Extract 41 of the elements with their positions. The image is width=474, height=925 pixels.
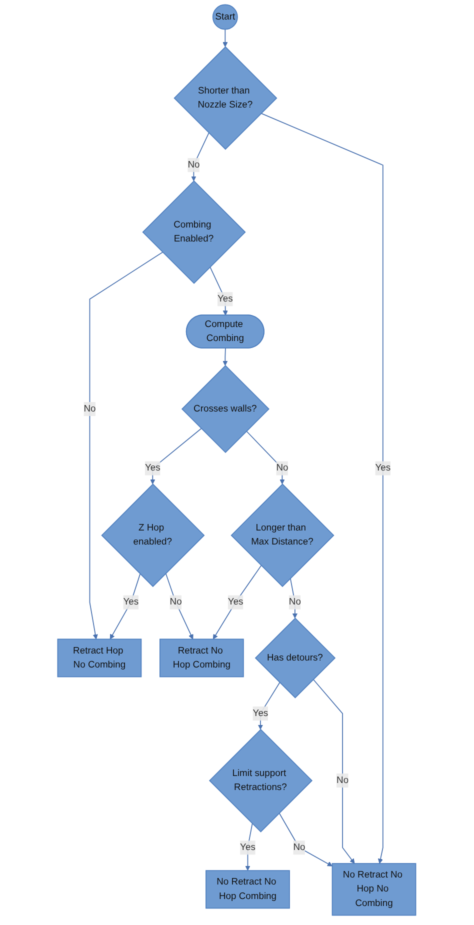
edge-label: No xyxy=(336,775,349,786)
arrow xyxy=(246,430,286,484)
edge-label: Yes xyxy=(218,294,234,304)
edge-label: No xyxy=(170,597,182,608)
edge-label: Yes xyxy=(253,708,268,718)
edge-label: Yes xyxy=(145,462,161,473)
node-diamond: Longer than Max Distance? xyxy=(230,484,335,588)
edge-label: No xyxy=(276,462,288,473)
arrow xyxy=(245,823,253,871)
arrow xyxy=(90,252,164,640)
edge-label: Yes xyxy=(124,597,139,608)
arrow xyxy=(150,428,202,484)
arrow xyxy=(260,112,384,864)
edge-label: Yes xyxy=(375,462,391,473)
arrow xyxy=(191,132,210,182)
node-diamond: Crosses walls? xyxy=(182,365,270,454)
arrow xyxy=(313,678,356,864)
edge-label: Yes xyxy=(240,842,256,852)
node-box: Retract Hop No Combing xyxy=(58,638,142,678)
node-diamond: Has detours? xyxy=(255,618,336,698)
arrow xyxy=(210,266,228,316)
arrow xyxy=(222,28,228,48)
edge-label: No xyxy=(188,160,200,170)
node-diamond: Combing Enabled? xyxy=(142,180,246,284)
node-diamond: Shorter than Nozzle Size? xyxy=(174,46,278,150)
node-diamond: Z Hop enabled? xyxy=(101,484,205,588)
node-box: Retract No Hop Combing xyxy=(160,638,244,678)
edge-label: Yes xyxy=(228,597,244,608)
arrow xyxy=(222,348,228,366)
arrow xyxy=(279,812,333,866)
arrow xyxy=(110,574,141,640)
arrow xyxy=(166,572,194,640)
node-diamond: Limit support Retractions? xyxy=(209,728,313,832)
edge-label: No xyxy=(289,597,302,608)
arrow xyxy=(258,682,280,730)
edge-label: No xyxy=(84,404,96,414)
node-circle: Start xyxy=(212,4,238,30)
node-box: No Retract No Hop Combing xyxy=(206,870,290,909)
edge-label: No xyxy=(293,842,306,852)
node-box: No Retract No Hop No Combing xyxy=(332,863,416,916)
arrow xyxy=(213,565,262,640)
